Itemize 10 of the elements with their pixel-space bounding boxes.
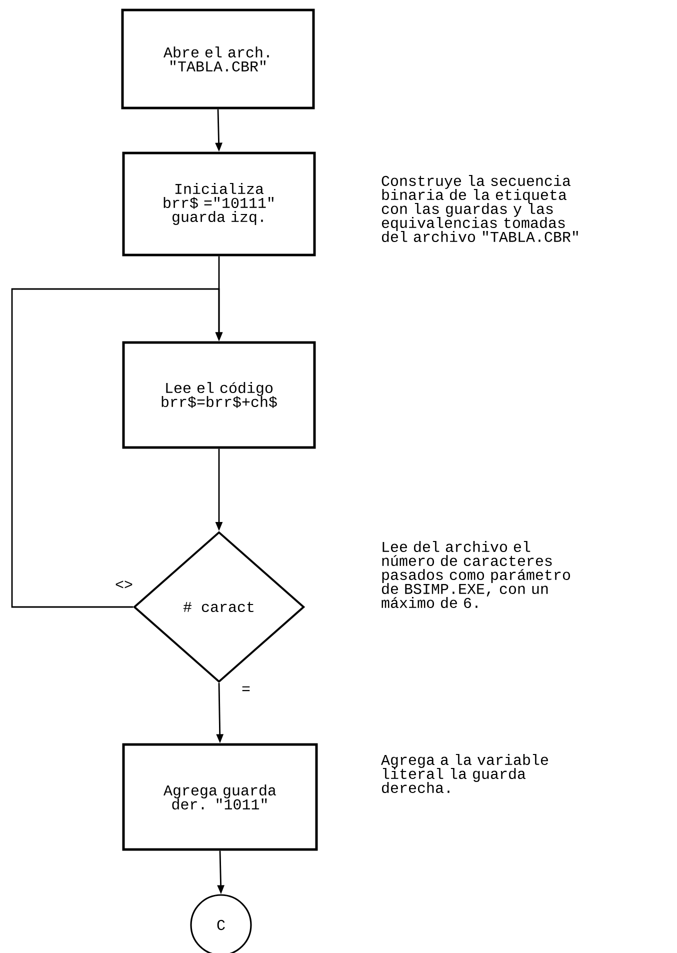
edge-label: = (242, 686, 250, 692)
process-box: Agrega guarda der. "1011" (122, 743, 318, 851)
note-text: Construye la secuencia binaria de la etiqueta con las guardas y las equivalencias tomadas del archivo "TABLA.CBR" (382, 175, 578, 242)
process-box: Lee el código brr$=brr$+ch$ (122, 341, 316, 449)
note-text: Lee del archivo el número de caracteres pasados como parámetro de BSIMP.EXE, con un máximo de 6. (382, 541, 570, 608)
arrow (11, 288, 223, 608)
process-box: Abre el arch. "TABLA.CBR" (121, 8, 315, 110)
note-text: Agrega a la variable literal la guarda derecha. (381, 754, 548, 794)
edge-label: <> (116, 580, 132, 588)
process-box: Inicializa brr$ ="10111" guarda izq. (122, 152, 316, 256)
